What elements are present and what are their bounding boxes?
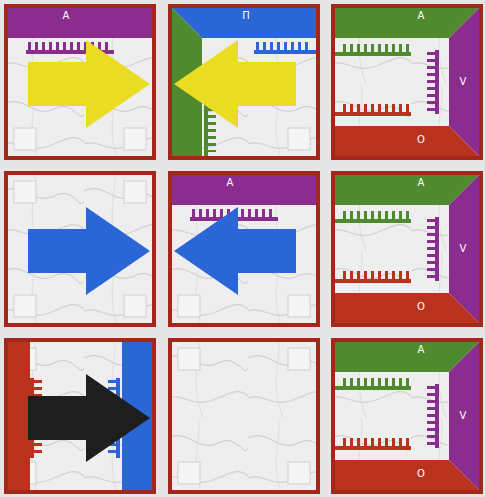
tile-letter: Π	[242, 10, 250, 22]
tile	[6, 340, 154, 492]
tile	[170, 173, 318, 325]
tile-letter: O	[417, 134, 425, 146]
tile	[170, 6, 318, 158]
tile	[333, 173, 481, 325]
tile-letter: V	[460, 410, 467, 422]
tile-letter: A	[418, 10, 425, 22]
tile-letter: A	[418, 344, 425, 356]
tile-letter: A	[418, 177, 425, 189]
tile-letter: A	[63, 10, 70, 22]
tile-letter: V	[460, 76, 467, 88]
tile	[170, 340, 318, 492]
tile-letter: A	[227, 177, 234, 189]
tile	[6, 6, 154, 158]
tile	[333, 6, 481, 158]
tile-letter: O	[417, 468, 425, 480]
tile-letter: O	[417, 301, 425, 313]
tile	[333, 340, 481, 492]
tile	[6, 173, 154, 325]
tile-letter: V	[460, 243, 467, 255]
